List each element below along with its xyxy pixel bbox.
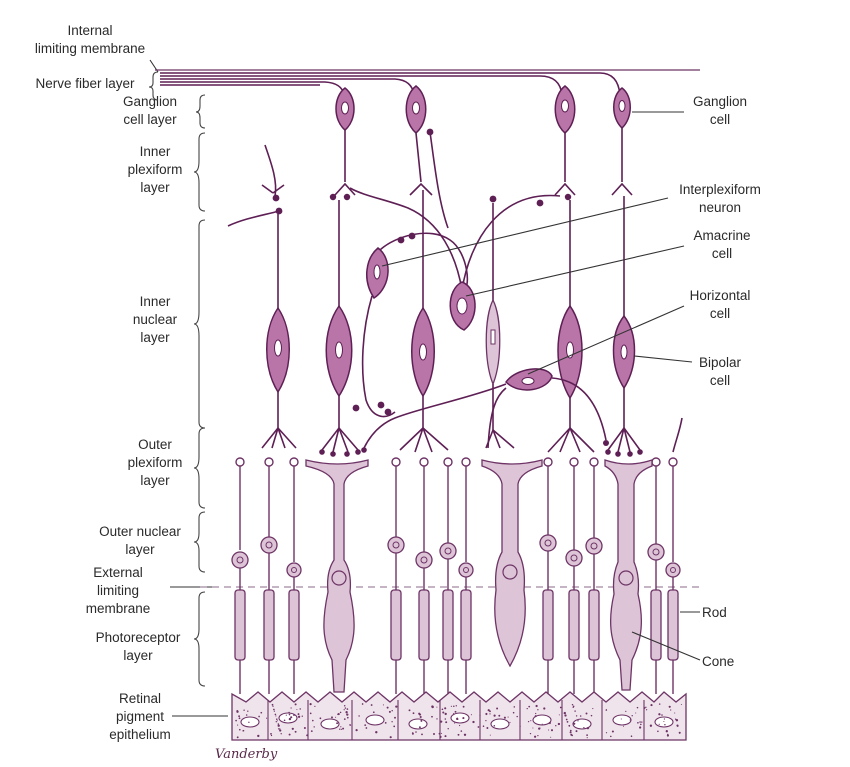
artist-signature: Vanderby <box>215 747 278 762</box>
amacrine-cell <box>349 131 561 331</box>
cone <box>305 459 369 693</box>
rod <box>539 457 557 694</box>
bipolar-cell <box>547 200 595 453</box>
label-nerve-fiber-layer: Nerve fiber layer <box>35 76 135 91</box>
rod <box>439 457 457 694</box>
cones <box>305 459 653 693</box>
rod <box>647 457 665 694</box>
ganglion-cells <box>335 85 631 183</box>
rods <box>231 417 683 694</box>
nerve-fiber-layer <box>160 72 621 96</box>
rod <box>231 457 249 694</box>
bipolar-cell <box>319 200 361 457</box>
ganglion-cell <box>405 85 427 183</box>
rod <box>286 457 302 694</box>
rod <box>565 457 583 694</box>
svg-text:Cone: Cone <box>702 654 734 669</box>
ganglion-cell <box>554 85 576 182</box>
horizontal-cell <box>361 368 609 453</box>
label-cone: Cone <box>631 631 734 669</box>
ganglion-cell <box>335 87 355 182</box>
layer-braces <box>148 71 206 687</box>
inner-plexiform-synapses <box>227 128 633 244</box>
bipolar-cells <box>261 190 643 457</box>
label-rod: Rod <box>680 605 727 620</box>
rod <box>585 457 603 694</box>
rod <box>260 457 278 694</box>
rod <box>665 457 681 694</box>
svg-text:Rod: Rod <box>702 605 727 620</box>
bipolar-cell <box>261 214 297 449</box>
rod <box>415 457 433 694</box>
interplexiform-neuron <box>352 232 469 418</box>
rod <box>387 457 405 694</box>
cone <box>481 459 543 668</box>
ganglion-cell <box>613 87 631 182</box>
retinal-pigment-epithelium <box>231 691 687 741</box>
svg-text:Nerve fiber layer: Nerve fiber layer <box>35 76 135 91</box>
bipolar-cell <box>399 190 449 453</box>
cone <box>604 459 653 691</box>
rod <box>458 457 474 694</box>
